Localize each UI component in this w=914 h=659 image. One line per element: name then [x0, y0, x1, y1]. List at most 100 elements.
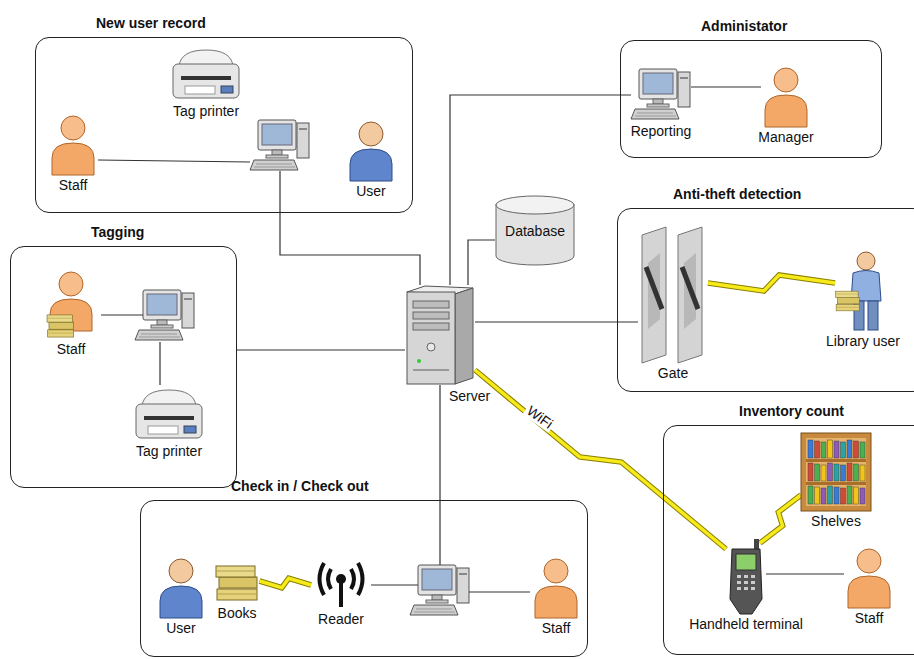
node-label: Gate [658, 365, 688, 381]
node-label: User [166, 620, 196, 636]
group-heading: Administator [701, 18, 787, 34]
wire [101, 314, 143, 315]
node-label: Server [449, 388, 490, 404]
icon [531, 556, 581, 618]
staff-icon [52, 116, 94, 175]
wireless-link [760, 495, 801, 543]
group-heading: Check in / Check out [231, 478, 369, 494]
group-panel: Inventory countShelvesHandheld terminalS… [663, 425, 914, 655]
wireless-link [708, 275, 835, 291]
node-label: Staff [59, 177, 88, 193]
group-heading: New user record [96, 15, 206, 31]
computer [410, 565, 469, 615]
rfid-reader: Reader [311, 559, 371, 609]
wire [469, 591, 530, 592]
user-icon [160, 559, 202, 618]
library-user-figure: Library user [835, 251, 891, 331]
icon [311, 559, 371, 609]
icon [631, 69, 691, 121]
node-label: Staff [57, 341, 86, 357]
connector-line [468, 240, 495, 285]
printer-icon [136, 390, 202, 438]
connector-line [475, 321, 638, 322]
staff-icon [848, 549, 890, 608]
staff-figure: Staff [531, 556, 581, 618]
bolt-outline [760, 495, 801, 543]
icon [156, 556, 206, 618]
tag-printer: Tag printer [171, 46, 241, 101]
tag-printer: Tag printer [134, 386, 204, 441]
icon [638, 223, 708, 363]
node-label: Manager [758, 129, 813, 145]
icon [844, 546, 894, 608]
icon [726, 539, 766, 614]
icon [48, 113, 98, 175]
node-label: Shelves [811, 513, 861, 529]
connector-line [280, 213, 420, 285]
icon [405, 285, 475, 385]
wires [98, 160, 530, 592]
icon [171, 46, 241, 101]
node-label: Handheld terminal [689, 616, 803, 632]
staff-figure: Staff [41, 269, 101, 339]
node-label: Staff [542, 620, 571, 636]
wire [98, 160, 250, 162]
user-figure: User [346, 119, 396, 181]
node-label: Reporting [631, 123, 692, 139]
antitheft-gate: Gate [638, 223, 708, 363]
database-cylinder: Database [495, 195, 575, 265]
connector-line [691, 86, 761, 87]
connector-line [237, 349, 405, 350]
staff-figure: Staff [844, 546, 894, 608]
wire [439, 500, 440, 565]
bolt-outline [260, 578, 312, 587]
drawing-part [496, 196, 574, 214]
books-icon [836, 291, 860, 311]
group-panel: AdministatorReportingManager [620, 40, 882, 158]
icon [835, 251, 891, 331]
user-figure: User [156, 556, 206, 618]
group-panel: Check in / Check outUserBooksReaderStaff [140, 500, 588, 657]
pc-icon [631, 69, 690, 119]
node-label: Tag printer [173, 103, 239, 119]
icon [134, 386, 204, 441]
node-label: Reader [318, 611, 364, 627]
bolt-outline [708, 275, 835, 291]
server-icon [407, 286, 473, 384]
node-label: Staff [855, 610, 884, 626]
icon [41, 269, 101, 339]
connector-line [766, 573, 844, 574]
node-label: Tag printer [136, 443, 202, 459]
wire [159, 342, 160, 385]
group-heading: Anti-theft detection [673, 186, 801, 202]
book-shelves: Shelves [801, 433, 871, 511]
printer-icon [173, 50, 239, 98]
connector-line [450, 95, 631, 285]
manager-figure: Manager [761, 65, 811, 127]
gate-icon [642, 227, 702, 363]
books-icon [216, 566, 257, 600]
handheld-terminal: Handheld terminal [726, 539, 766, 614]
computer [250, 120, 309, 170]
handheld-icon [730, 539, 762, 614]
group-heading: Tagging [91, 224, 144, 240]
group-panel: Anti-theft detectionGateLibrary user [617, 208, 914, 392]
wireless-link [475, 370, 726, 549]
staff-icon [765, 68, 807, 127]
node-label: Library user [826, 333, 900, 349]
wire [279, 171, 280, 213]
staff-icon [535, 559, 577, 618]
wire [371, 584, 418, 585]
icon [801, 433, 871, 511]
server-tower: Server [405, 285, 475, 385]
connector-line [439, 385, 440, 500]
node-label: Database [495, 195, 575, 239]
group-heading: Inventory count [739, 403, 844, 419]
reader-icon [320, 563, 363, 607]
edge-label: WiFi [523, 401, 558, 433]
icon [346, 119, 396, 181]
bolt-outline [475, 370, 726, 549]
computer [135, 290, 194, 340]
node-label: User [356, 183, 386, 199]
